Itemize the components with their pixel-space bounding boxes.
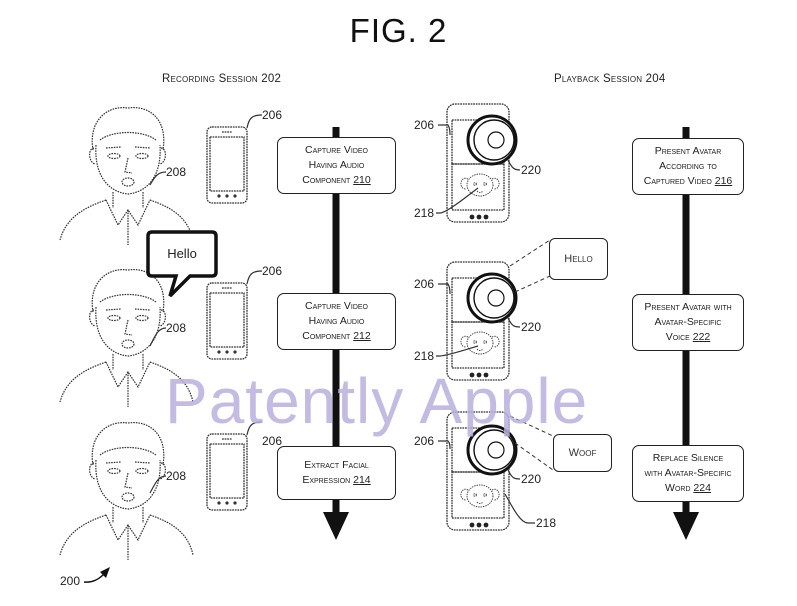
person-ref-2: 208 (166, 321, 187, 335)
step-box-212: Capture Video Having Audio Component 212 (277, 293, 396, 350)
avatar-ref-3: 218 (536, 516, 557, 530)
playback-device-ref-3: 206 (414, 434, 435, 448)
step-212-line2: Having Audio (308, 315, 365, 327)
speech-bubble-hello: Hello (167, 246, 197, 261)
figure-reference: 200 (60, 574, 81, 588)
step-210-line1: Capture Video (304, 144, 368, 156)
camera-ref-2: 220 (521, 320, 542, 334)
device-ref-2: 206 (262, 264, 283, 278)
playback-timeline-arrow (673, 512, 699, 540)
recording-session-label: Recording Session 202 (162, 73, 282, 85)
figure-title: FIG. 2 (349, 12, 448, 49)
step-214-line2: Expression (302, 474, 351, 486)
speech-box-hello: Hello (549, 238, 608, 280)
step-212-line1: Capture Video (304, 300, 368, 312)
speech-box-woof: Woof (553, 434, 612, 472)
playback-device-ref-1: 206 (414, 118, 435, 132)
step-214-num: 214 (353, 474, 371, 486)
playback-session-label: Playback Session 204 (554, 73, 666, 85)
camera-ref-1: 220 (521, 163, 542, 177)
watermark: Patently Apple (165, 365, 589, 437)
step-box-224: Replace Silence with Avatar-Specific Wor… (632, 445, 744, 502)
step-222-num: 222 (692, 331, 711, 343)
device-ref-1: 206 (262, 108, 283, 122)
person-ref-3: 208 (166, 469, 187, 483)
step-214-line1: Extract Facial (304, 459, 369, 471)
step-box-222: Present Avatar with Avatar-Specific Voic… (632, 294, 744, 351)
step-224-line1: Replace Silence (652, 452, 724, 464)
step-222-line2: Avatar-Specific (654, 316, 722, 328)
step-216-line2: According to (659, 160, 717, 172)
step-212-line3: Component (302, 330, 351, 342)
step-212-num: 212 (353, 330, 371, 342)
step-224-num: 224 (693, 482, 711, 494)
step-box-216: Present Avatar According to Captured Vid… (632, 138, 744, 195)
step-216-line1: Present Avatar (654, 145, 722, 157)
avatar-ref-1: 218 (414, 206, 435, 220)
step-216-num: 216 (714, 175, 733, 187)
step-222-line3: Voice (665, 331, 690, 343)
step-222-line1: Present Avatar with (644, 301, 732, 313)
step-224-line2: with Avatar-Specific (644, 467, 732, 479)
recording-timeline-arrow (323, 512, 349, 540)
step-210-line3: Component (302, 174, 351, 186)
step-210-num: 210 (353, 174, 371, 186)
camera-ref-3: 220 (521, 472, 542, 486)
step-box-214: Extract Facial Expression 214 (277, 446, 396, 500)
step-box-210: Capture Video Having Audio Component 210 (277, 137, 396, 194)
device-ref-3: 206 (262, 434, 283, 448)
step-210-line2: Having Audio (308, 159, 365, 171)
avatar-ref-2: 218 (414, 349, 435, 363)
step-216-line3: Captured Video (643, 175, 712, 187)
playback-device-ref-2: 206 (414, 277, 435, 291)
person-ref-1: 208 (166, 165, 187, 179)
step-224-line3: Word (665, 482, 691, 494)
